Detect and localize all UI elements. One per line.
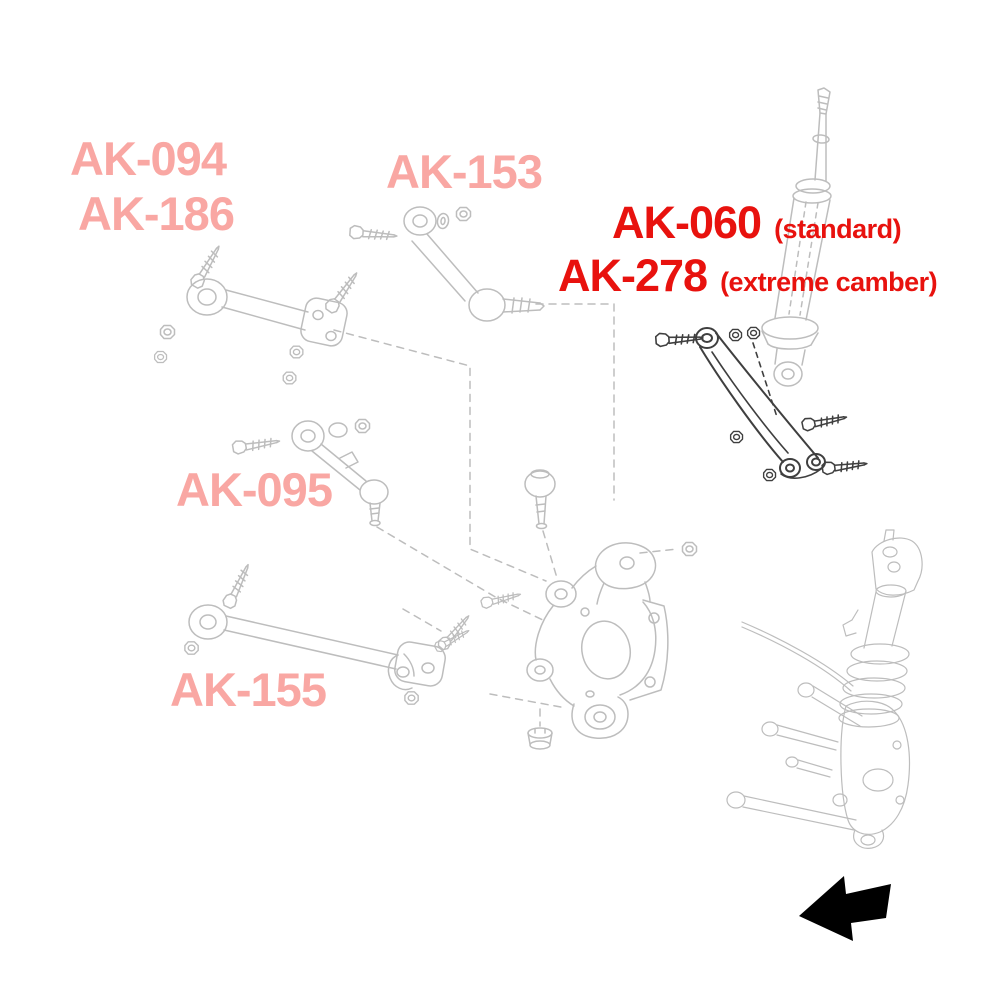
label-ak060-row: AK-060 (standard) (612, 197, 902, 248)
shock-absorber-drawing (761, 87, 832, 387)
label-ak095: AK-095 (176, 463, 333, 516)
lower-control-arm-drawing (654, 326, 869, 482)
arm-ak155-drawing (184, 560, 474, 705)
assembled-suspension-drawing (726, 529, 923, 849)
knuckle-drawing (387, 469, 698, 750)
arm-ak094-186-drawing (153, 241, 362, 385)
direction-arrow (799, 876, 891, 941)
label-ak278-row: AK-278 (extreme camber) (558, 250, 938, 301)
label-ak278: AK-278 (558, 250, 708, 301)
label-ak060-note: (standard) (774, 214, 902, 244)
label-ak060: AK-060 (612, 197, 762, 248)
connector-dashed-lines (333, 303, 679, 727)
arm-ak095-drawing (231, 418, 389, 527)
label-ak186: AK-186 (78, 187, 235, 240)
label-ak094: AK-094 (70, 132, 227, 185)
label-ak278-note: (extreme camber) (720, 267, 938, 297)
label-ak155: AK-155 (170, 663, 327, 716)
arm-ak153-drawing (348, 206, 545, 322)
label-ak153: AK-153 (386, 145, 543, 198)
